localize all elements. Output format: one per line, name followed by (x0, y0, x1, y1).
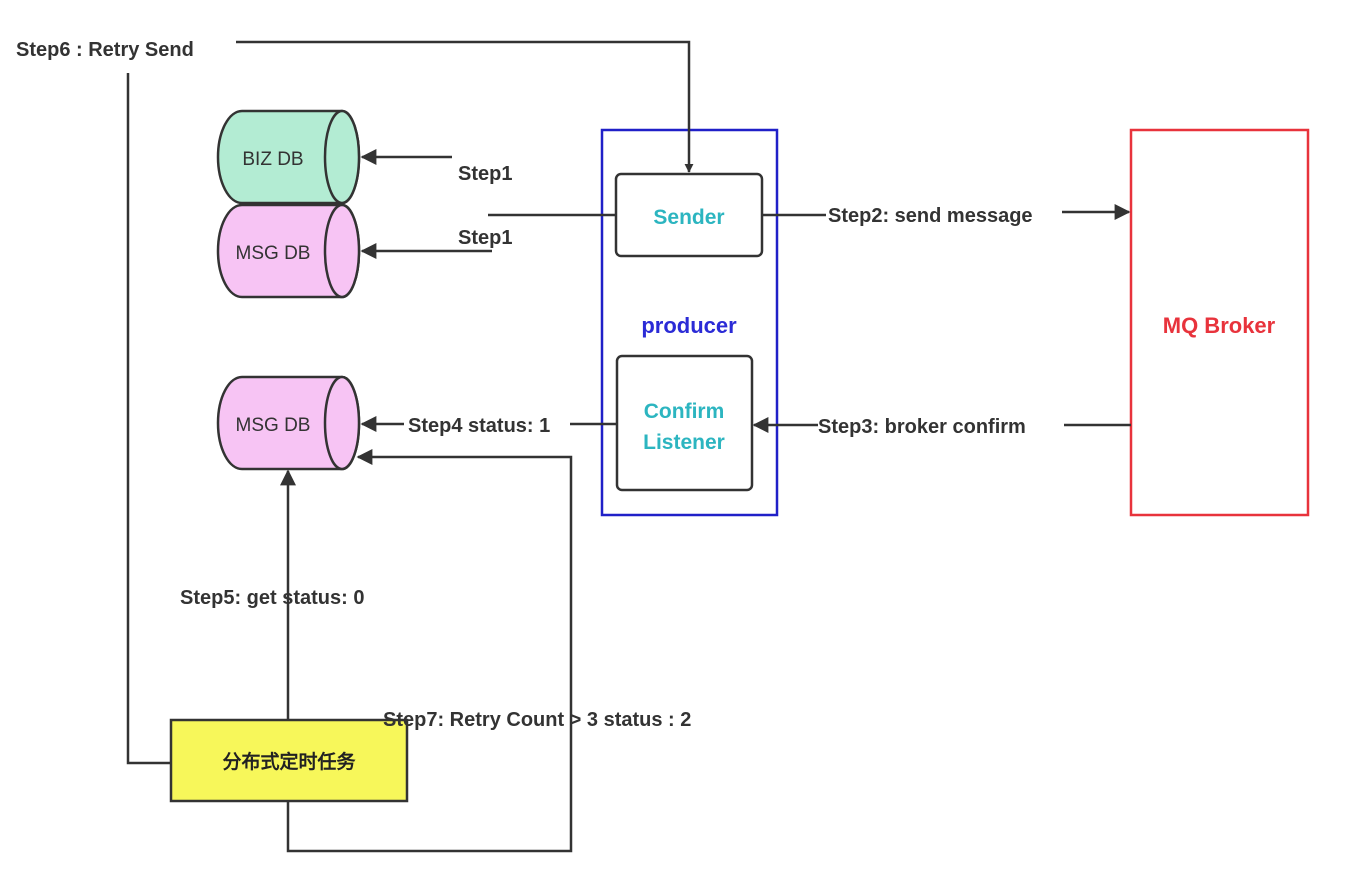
msg-db-top-cylinder: MSG DB (216, 203, 361, 299)
step7-loop-arrow (286, 449, 573, 853)
msg-db-bottom-label: MSG DB (236, 415, 311, 436)
step7-label: Step7: Retry Count > 3 status : 2 (383, 709, 691, 731)
scheduled-task-label: 分布式定时任务 (222, 750, 356, 773)
sender-label: Sender (653, 206, 724, 229)
step6-label: Step6 : Retry Send (16, 39, 194, 61)
scheduled-task-box: 分布式定时任务 (169, 718, 409, 803)
step2-label: Step2: send message (828, 205, 1033, 227)
producer-label: producer (641, 313, 737, 338)
step1-msg-label: Step1 (458, 227, 512, 249)
step6-retry-arrow (236, 40, 694, 173)
msg-db-bottom-cylinder: MSG DB (216, 375, 361, 471)
confirm-label-line1: Confirm (644, 400, 725, 423)
mq-broker-label: MQ Broker (1163, 313, 1276, 338)
confirm-listener-box: Confirm Listener (615, 354, 754, 492)
step1-biz-label: Step1 (458, 163, 512, 185)
confirm-label-line2: Listener (643, 431, 725, 454)
msg-db-top-label: MSG DB (236, 243, 311, 264)
step6-retry-connector (126, 73, 171, 765)
mq-broker-box: MQ Broker (1129, 128, 1310, 517)
biz-db-label: BIZ DB (242, 149, 303, 170)
step3-label: Step3: broker confirm (818, 416, 1026, 438)
sender-box: Sender (614, 172, 764, 258)
step5-label: Step5: get status: 0 (180, 587, 364, 609)
biz-db-cylinder: BIZ DB (216, 109, 361, 205)
step4-label: Step4 status: 1 (408, 415, 550, 437)
